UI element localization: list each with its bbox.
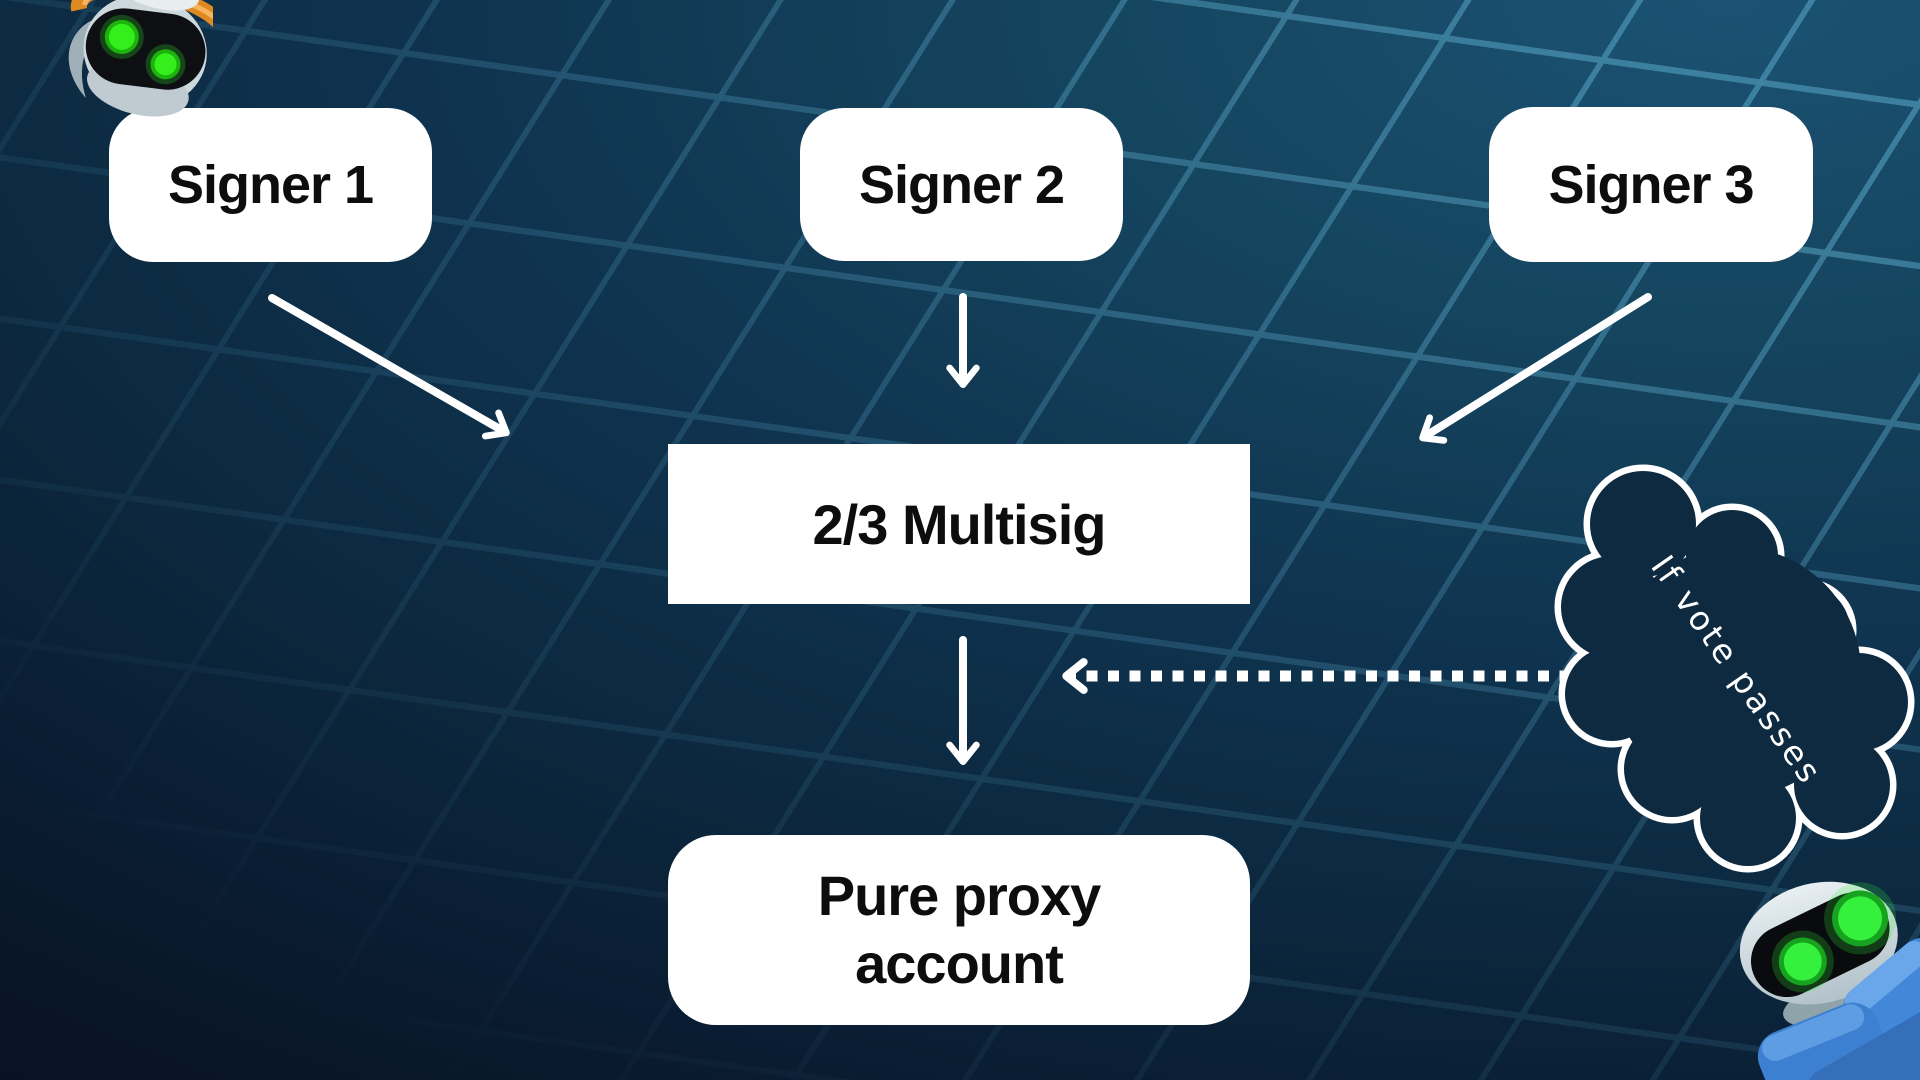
robot-cap xyxy=(117,0,200,11)
node-multisig: 2/3 Multisig xyxy=(668,444,1250,604)
robot-mascot-bottom-right xyxy=(1739,881,1920,1080)
node-signer-2: Signer 2 xyxy=(800,108,1123,261)
node-signer-2-label: Signer 2 xyxy=(858,154,1065,215)
node-proxy-label-line2: account xyxy=(855,932,1064,995)
cloud-annotation: If vote passes xyxy=(1554,464,1915,873)
robot-mascot-top-left xyxy=(68,0,213,117)
node-signer-1: Signer 1 xyxy=(109,108,432,262)
node-pure-proxy-account: Pure proxy account xyxy=(668,835,1250,1025)
robot2-body xyxy=(1757,937,1920,1080)
cloud-fill xyxy=(1561,471,1908,866)
node-multisig-label: 2/3 Multisig xyxy=(812,492,1107,556)
node-signer-1-label: Signer 1 xyxy=(167,155,374,215)
node-proxy-label-line1: Pure proxy xyxy=(817,864,1102,927)
node-signer-3: Signer 3 xyxy=(1489,107,1813,262)
robot-arm xyxy=(68,20,106,99)
node-signer-3-label: Signer 3 xyxy=(1548,154,1754,215)
